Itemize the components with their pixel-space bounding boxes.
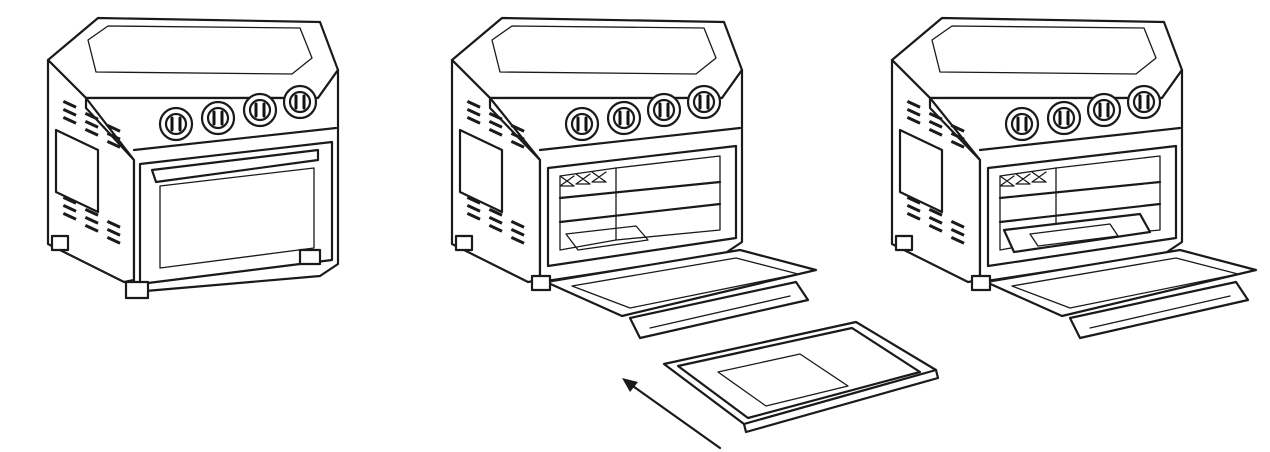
side-vents bbox=[466, 100, 525, 245]
foot-front-left bbox=[124, 280, 150, 300]
control-knobs bbox=[1004, 84, 1162, 142]
control-knobs bbox=[564, 84, 722, 142]
oven-open-tray-inserted-illustration bbox=[890, 16, 1258, 340]
oven-open-insert-illustration bbox=[450, 16, 940, 450]
baking-tray-inserted bbox=[1002, 212, 1152, 254]
side-vents bbox=[906, 100, 965, 245]
door-handle bbox=[150, 148, 320, 184]
foot-back-left bbox=[50, 234, 70, 252]
oven-door-open bbox=[544, 248, 818, 318]
door-handle bbox=[1068, 280, 1250, 340]
side-vents bbox=[62, 100, 121, 245]
door-handle bbox=[628, 280, 810, 340]
insert-direction-arrow bbox=[622, 378, 722, 450]
control-knobs bbox=[158, 84, 318, 142]
oven-cavity bbox=[546, 144, 738, 268]
oven-closed-illustration bbox=[46, 16, 340, 300]
baking-tray bbox=[662, 320, 938, 426]
foot-front-right bbox=[298, 248, 322, 266]
